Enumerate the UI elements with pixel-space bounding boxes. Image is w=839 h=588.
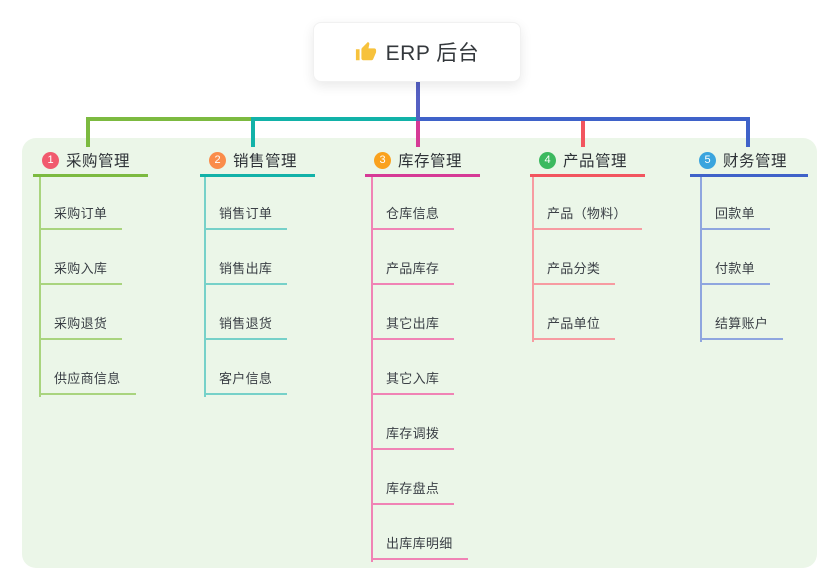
leaf-node[interactable]: 结算账户 [700, 311, 784, 340]
leaf-node[interactable]: 供应商信息 [39, 366, 136, 395]
connector-bus-left-green [86, 117, 255, 121]
thumbs-up-icon [355, 41, 377, 63]
connector-drop-branch-5 [746, 117, 750, 147]
branch-node-3[interactable]: 3 库存管理 [365, 146, 480, 177]
branch-spine [700, 177, 702, 342]
leaf-node[interactable]: 仓库信息 [371, 201, 455, 230]
branch-spine [532, 177, 534, 342]
leaf-node[interactable]: 销售退货 [204, 311, 288, 340]
root-node[interactable]: ERP 后台 [313, 22, 521, 82]
branch-label: 销售管理 [233, 153, 298, 170]
branch-spine [204, 177, 206, 397]
branch-number-badge: 4 [539, 151, 556, 169]
branch-node-2[interactable]: 2 销售管理 [200, 146, 315, 177]
branch-spine [371, 177, 373, 562]
leaf-node[interactable]: 付款单 [700, 256, 770, 285]
connector-bus-left-teal [251, 117, 418, 121]
branch-label: 产品管理 [563, 153, 628, 170]
branch-spine [39, 177, 41, 397]
leaf-node[interactable]: 采购退货 [39, 311, 123, 340]
leaf-node[interactable]: 产品分类 [532, 256, 616, 285]
branch-node-4[interactable]: 4 产品管理 [530, 146, 645, 177]
leaf-node[interactable]: 库存盘点 [371, 476, 455, 505]
leaf-node[interactable]: 库存调拨 [371, 421, 455, 450]
leaf-node[interactable]: 其它入库 [371, 366, 455, 395]
root-title: ERP 后台 [385, 42, 480, 65]
connector-root-stem [416, 82, 420, 121]
leaf-node[interactable]: 销售订单 [204, 201, 288, 230]
branch-number-badge: 1 [42, 151, 59, 169]
connector-drop-branch-3 [416, 117, 420, 147]
branch-node-1[interactable]: 1 采购管理 [33, 146, 148, 177]
connector-bus-right-blue [416, 117, 750, 121]
branch-label: 财务管理 [723, 153, 788, 170]
leaf-node[interactable]: 销售出库 [204, 256, 288, 285]
leaf-node[interactable]: 客户信息 [204, 366, 288, 395]
branch-number-badge: 3 [374, 151, 391, 169]
leaf-node[interactable]: 产品库存 [371, 256, 455, 285]
branches-panel [22, 138, 817, 568]
leaf-node[interactable]: 产品（物料） [532, 201, 642, 230]
branch-label: 库存管理 [398, 153, 463, 170]
branch-number-badge: 2 [209, 151, 226, 169]
branch-node-5[interactable]: 5 财务管理 [690, 146, 808, 177]
leaf-node[interactable]: 采购入库 [39, 256, 123, 285]
leaf-node[interactable]: 产品单位 [532, 311, 616, 340]
branch-label: 采购管理 [66, 153, 131, 170]
leaf-node[interactable]: 其它出库 [371, 311, 455, 340]
leaf-node[interactable]: 出库库明细 [371, 531, 468, 560]
connector-drop-branch-2 [251, 117, 255, 147]
branch-number-badge: 5 [699, 151, 716, 169]
leaf-node[interactable]: 采购订单 [39, 201, 123, 230]
leaf-node[interactable]: 回款单 [700, 201, 770, 230]
connector-drop-branch-1 [86, 117, 90, 147]
connector-drop-branch-4 [581, 117, 585, 147]
